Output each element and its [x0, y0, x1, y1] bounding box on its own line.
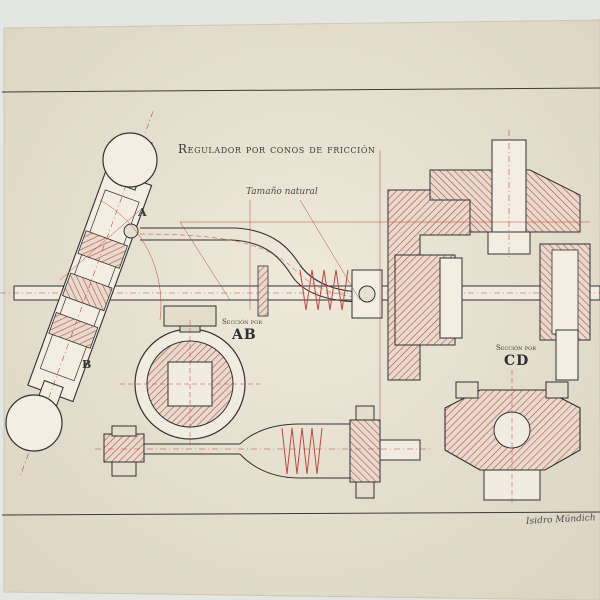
compression-spring: [299, 269, 349, 311]
construction-lines: [59, 150, 590, 420]
section-cd-view: [444, 370, 581, 505]
point-label-b: B: [82, 358, 92, 371]
friction-cone-assembly: [387, 130, 581, 381]
lower-ball-weight: [5, 394, 63, 452]
section-ab-letters: AB: [232, 327, 257, 343]
section-cd-prefix: Sección por: [496, 344, 536, 352]
section-ab-prefix: Sección por: [222, 318, 262, 326]
point-label-a: A: [138, 206, 147, 219]
lower-detail-view: [95, 405, 430, 499]
right-bearing: [539, 243, 591, 381]
drawing-title: Regulador por conos de fricción: [178, 142, 376, 156]
upper-ball-weight: [102, 132, 158, 188]
section-ab-view: [120, 305, 260, 448]
clevis-joint: [351, 269, 383, 319]
connecting-rod: [139, 227, 366, 303]
drawing-subtitle: Tamaño natural: [246, 187, 318, 197]
section-cd-letters: CD: [504, 353, 530, 369]
spring-collar: [257, 265, 269, 317]
pivot-pin: [123, 223, 139, 239]
bottom-border-line: [1, 511, 600, 516]
top-border-line: [1, 87, 600, 93]
